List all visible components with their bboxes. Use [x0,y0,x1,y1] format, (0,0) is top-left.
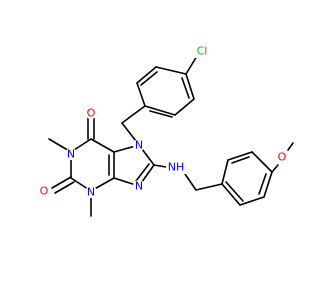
bond-ring2-b [239,196,265,206]
atom-label-cl: Cl [197,45,208,58]
atom-label-o2: O [40,185,49,198]
bond-c8-nh [153,164,167,168]
bond-ring1-e [136,66,157,84]
bond-c5-c6 [90,138,115,153]
bond-nh-ch2 [184,173,197,191]
bond-ring1-cl [185,55,198,75]
atom-bg-nh [166,160,186,174]
bond-ring2-a-inner [225,181,244,202]
bond-ring2-c-inner [258,173,267,195]
bond-ring1-c-inner [181,77,190,99]
atom-label-nh: NH [168,161,185,174]
bond-ch2-ring1 [121,105,146,124]
bond-ch2-ring2 [195,183,223,191]
atom-bg-o6 [85,107,97,119]
atom-label-n1: N [67,148,75,161]
bond-ring2-d [251,151,273,173]
bond-ring2-f [221,159,229,185]
bond-ring1-f [136,82,146,107]
atom-label-ome: O [278,151,287,164]
bond-ring2-a [221,183,241,206]
bond-ring1-c [185,73,195,100]
bond-o-methyl [287,142,294,151]
bond-ring2-o [271,164,279,173]
atom-bg-n7 [133,139,145,151]
atom-bg-o2 [38,185,50,197]
bond-ring1-a-inner [149,110,173,118]
atom-bg-n9 [133,180,145,192]
atom-bg-cl [193,44,211,58]
bond-ring1-d [155,66,187,75]
atom-bg-n3 [85,186,97,198]
bond-c8-n9-double [135,163,150,182]
atom-label-o6: O [87,107,96,120]
atom-label-n9: N [135,180,143,193]
bond-ring1-b [174,98,195,116]
bond-c2-o2-double [54,181,75,194]
bond-ring2-e-inner [231,156,250,164]
bond-c2-o2 [51,176,72,189]
atom-label-n3: N [87,186,95,199]
atom-bg-n1 [65,148,77,160]
atom-bg-ome [276,151,288,163]
atom-label-n7: N [135,139,143,152]
molecule-structure-diagram: O O N N N N NH Cl O [38,44,294,217]
bond-ring1-e-inner [140,71,158,86]
bond-ring2-c [263,171,273,198]
atom-label-layer: O O N N N N NH Cl O [38,44,288,199]
bond-ring1-a [144,105,176,116]
bond-ring2-e [227,151,253,161]
